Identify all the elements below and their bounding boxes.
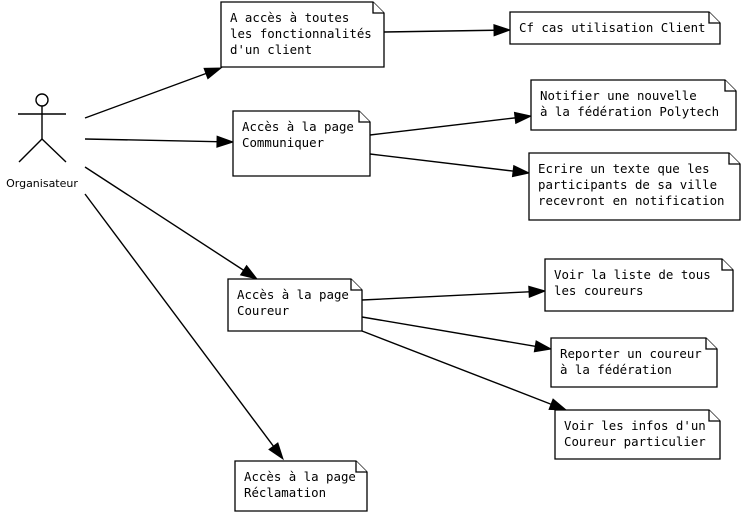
note-box <box>554 409 721 460</box>
note-box <box>227 278 363 332</box>
note-fold-icon <box>355 461 367 473</box>
actor-label: Organisateur <box>6 177 78 190</box>
note-line: Cf cas utilisation Client <box>519 20 706 35</box>
edge-line <box>84 193 274 447</box>
note-line: Voir la liste de tous <box>554 267 711 282</box>
note-box <box>550 337 718 388</box>
edge-line <box>369 117 516 136</box>
note-line: Communiquer <box>242 135 324 150</box>
note-fold-icon <box>358 111 370 123</box>
arrowhead-icon <box>216 135 235 148</box>
edge-actor-to-page-communiquer <box>84 135 235 148</box>
edge-actor-to-page-reclamation <box>84 193 284 461</box>
note-line: A accès à toutes <box>230 10 349 25</box>
note-fold-icon <box>705 338 717 350</box>
edge-actor-to-page-coureur <box>84 166 259 280</box>
note-fold-icon <box>372 2 384 14</box>
edge-actor-to-acces-client <box>84 67 223 119</box>
note-box <box>234 460 368 512</box>
note-line: Coureur <box>237 303 289 318</box>
note-line: recevront en notification <box>538 193 725 208</box>
edge-line <box>383 29 495 33</box>
edge-line <box>361 291 530 301</box>
note-box <box>530 79 737 131</box>
note-line: Coureur particulier <box>564 434 706 449</box>
note-line: les coureurs <box>554 283 644 298</box>
actor-head <box>35 93 49 107</box>
note-line: Reporter un coureur <box>560 346 702 361</box>
note-fold-icon <box>724 80 736 92</box>
note-line: à la fédération Polytech <box>540 104 719 119</box>
note-line: les fonctionnalités <box>230 26 372 41</box>
edges <box>84 24 568 461</box>
actor-organisateur: Organisateur <box>6 93 78 190</box>
note-fold-icon <box>721 259 733 271</box>
note-line: Voir les infos d'un <box>564 418 706 433</box>
edge-line <box>369 153 514 172</box>
edge-line <box>84 72 207 119</box>
edge-page-coureur-to-reporter-coureur <box>361 316 553 353</box>
note-line: Notifier une nouvelle <box>540 88 697 103</box>
actor-left-leg <box>18 138 43 163</box>
note-line: Accès à la page <box>242 119 354 134</box>
edge-line <box>84 166 244 271</box>
note-box <box>232 110 371 177</box>
actor-right-leg <box>41 138 67 163</box>
note-line: d'un client <box>230 42 312 57</box>
note-fold-icon <box>708 12 720 24</box>
note-line: Ecrire un texte que les <box>538 161 710 176</box>
note-line: à la fédération <box>560 362 672 377</box>
arrowhead-icon <box>239 264 259 280</box>
note-line: participants de sa ville <box>538 177 717 192</box>
arrowhead-icon <box>511 164 531 178</box>
arrowhead-icon <box>513 111 533 125</box>
arrowhead-icon <box>493 24 512 37</box>
note-box <box>528 152 741 221</box>
arrowhead-icon <box>268 442 284 461</box>
note-fold-icon <box>728 153 740 165</box>
edge-page-coureur-to-voir-liste-coureurs <box>361 285 547 301</box>
edge-acces-client-to-cf-cas-client <box>383 24 512 37</box>
arrowhead-icon <box>528 285 547 299</box>
edge-page-communiquer-to-ecrire-texte <box>369 153 531 178</box>
edge-page-communiquer-to-notifier-federation <box>369 111 533 136</box>
note-box <box>220 1 385 68</box>
note-line: Accès à la page <box>237 287 349 302</box>
note-line: Accès à la page <box>244 469 356 484</box>
arrowhead-icon <box>203 67 223 80</box>
arrowhead-icon <box>548 398 568 411</box>
edge-line <box>361 330 552 405</box>
edge-line <box>361 316 536 348</box>
note-fold-icon <box>708 410 720 422</box>
note-box <box>544 258 734 312</box>
arrowhead-icon <box>533 340 553 353</box>
note-line: Réclamation <box>244 485 326 500</box>
edge-line <box>84 138 218 143</box>
note-cf-cas-client: Cf cas utilisation Client <box>509 11 721 45</box>
note-fold-icon <box>350 279 362 291</box>
note-box <box>509 11 721 45</box>
